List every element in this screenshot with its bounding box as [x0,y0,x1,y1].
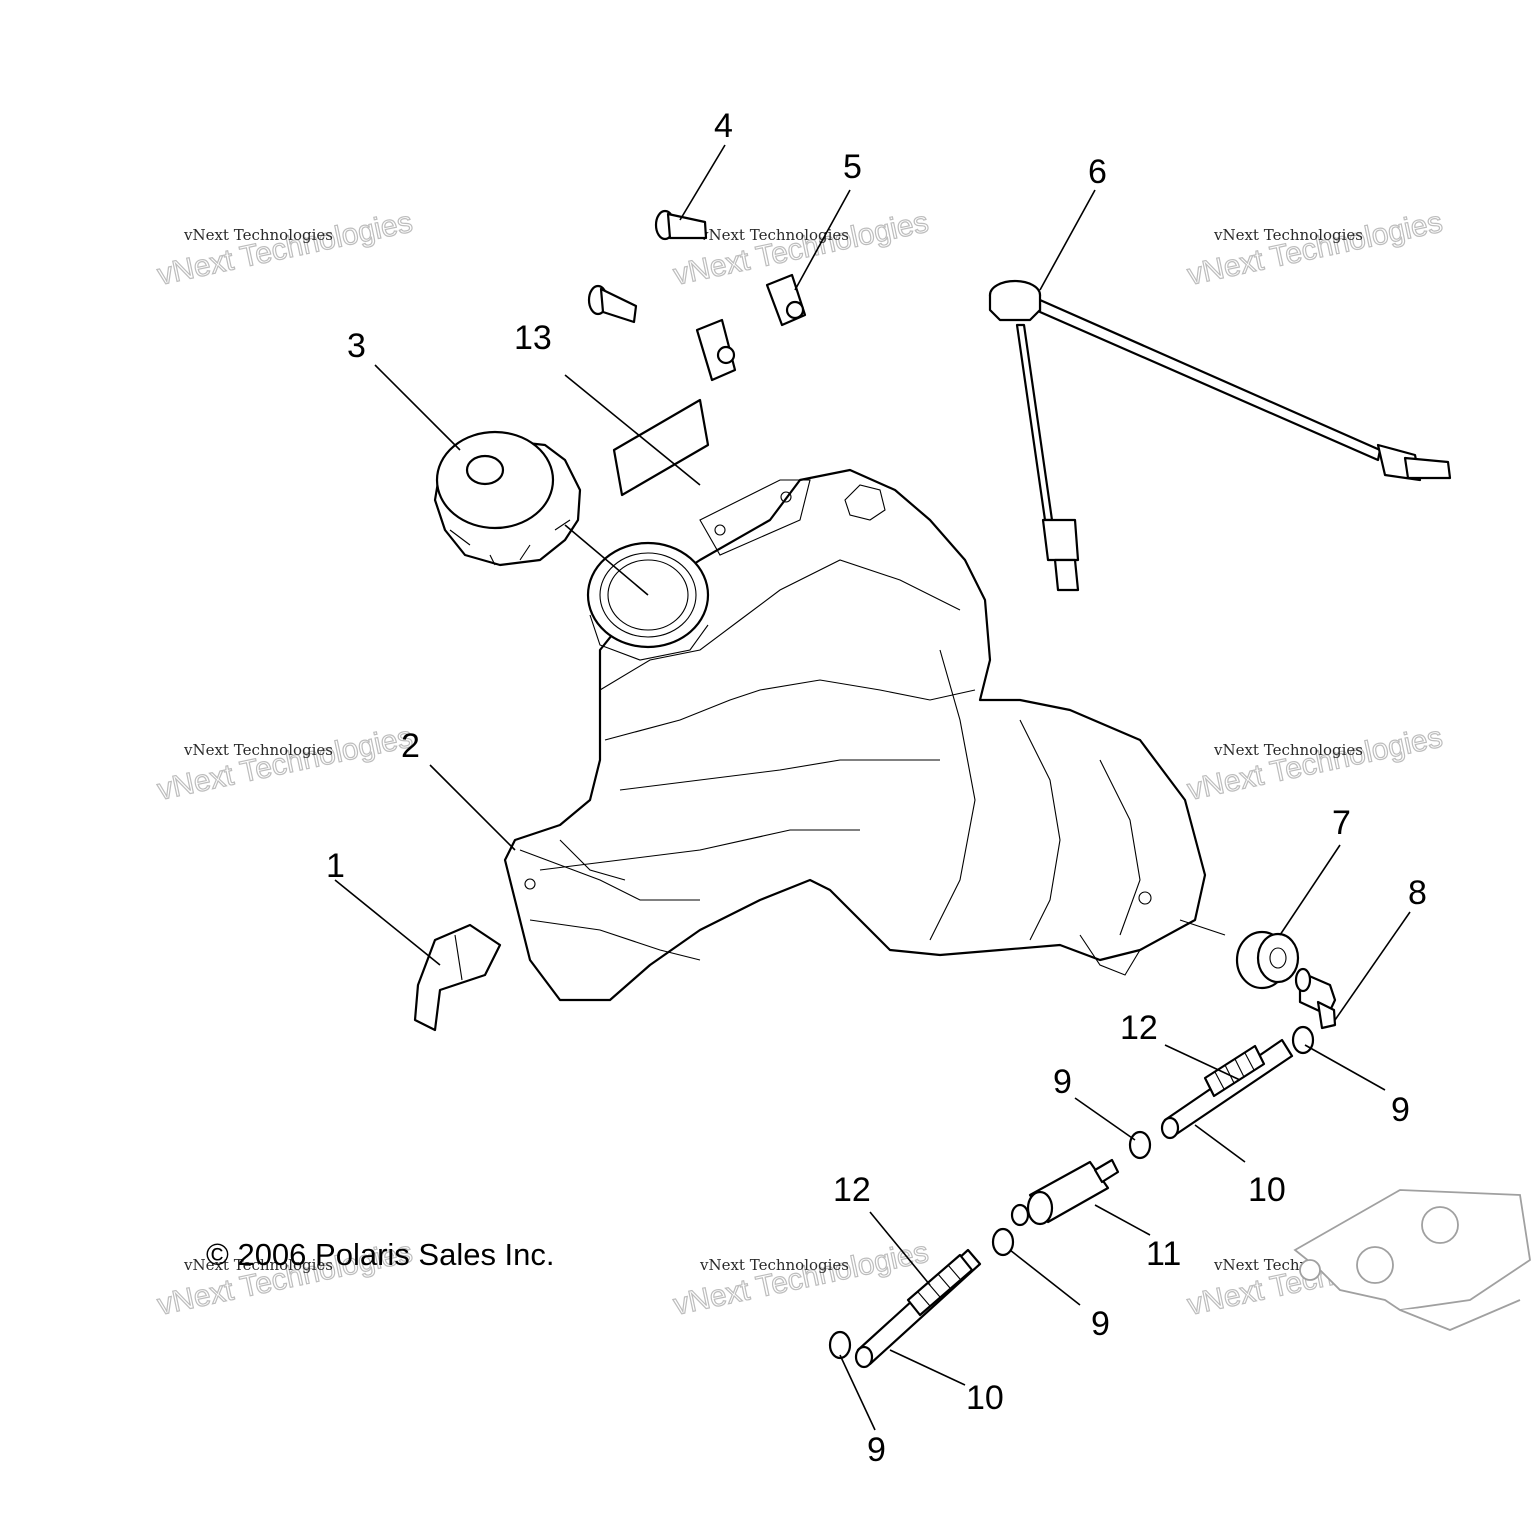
watermark: vNext Technologies vNext Technologies [670,1235,932,1322]
callout-10: 10 [966,1379,1004,1417]
watermark: vNext Technologies vNext Technologies [154,720,416,807]
rivet [587,284,638,324]
hose-sleeve [906,1253,974,1317]
watermark: vNext Technologies vNext Technologies [1184,720,1446,807]
hose-clamp [1128,1130,1152,1160]
callout-2: 2 [401,727,420,765]
hose-clamp [991,1227,1015,1257]
callout-8: 8 [1408,874,1427,912]
elbow-fitting [1294,967,1337,1030]
callout-9: 9 [1391,1091,1410,1129]
svg-text:vNext Technologies: vNext Technologies [183,226,333,244]
fuel-sender [988,279,1452,592]
copyright-notice: © 2006 Polaris Sales Inc. [206,1237,555,1272]
callout-9: 9 [1053,1063,1072,1101]
fuel-tank [503,468,1226,1002]
callout-12: 12 [1120,1009,1158,1047]
fuel-hose [1160,1038,1294,1140]
svg-text:vNext Technologies: vNext Technologies [671,1236,932,1322]
hose-clamp [1291,1025,1315,1055]
callout-9: 9 [867,1431,886,1469]
svg-text:vNext Technologies: vNext Technologies [1185,721,1446,807]
callout-13: 13 [514,319,552,357]
svg-text:vNext Technologies: vNext Technologies [155,721,416,807]
svg-text:vNext Technologies: vNext Technologies [699,226,849,244]
svg-text:vNext Technologies: vNext Technologies [1185,206,1446,292]
hose-sleeve [1203,1044,1266,1098]
callout-3: 3 [347,327,366,365]
grommet [1235,930,1300,990]
callout-12: 12 [833,1171,871,1209]
svg-text:vNext Technologies: vNext Technologies [1213,226,1363,244]
svg-text:vNext Technologies: vNext Technologies [699,1256,849,1274]
decal [612,398,710,497]
callout-7: 7 [1332,804,1351,842]
callout-1: 1 [326,847,345,885]
reference-bracket [1293,1189,1531,1331]
callout-9: 9 [1091,1305,1110,1343]
svg-text:vNext Technologies: vNext Technologies [1213,741,1363,759]
speed-nut [695,318,737,382]
callout-6: 6 [1088,153,1107,191]
svg-text:vNext Technologies: vNext Technologies [155,206,416,292]
callout-10: 10 [1248,1171,1286,1209]
svg-text:vNext Technologies: vNext Technologies [183,741,333,759]
svg-text:vNext Technologies: vNext Technologies [183,1256,333,1274]
watermark: vNext Technologies vNext Technologies [1184,205,1446,292]
callout-5: 5 [843,148,862,186]
rivet [654,209,708,241]
watermark: vNext Technologies vNext Technologies [154,205,416,292]
callout-numbers: 1 2 3 4 5 6 7 8 9 9 9 9 10 10 11 12 12 1… [326,107,1427,1469]
bracket [413,923,502,1032]
fuel-filter [1010,1158,1120,1227]
fuel-cap [433,430,582,567]
hose-clamp [828,1330,852,1360]
leader-lines [334,144,1411,1431]
callout-4: 4 [714,107,733,145]
callout-11: 11 [1146,1235,1181,1273]
